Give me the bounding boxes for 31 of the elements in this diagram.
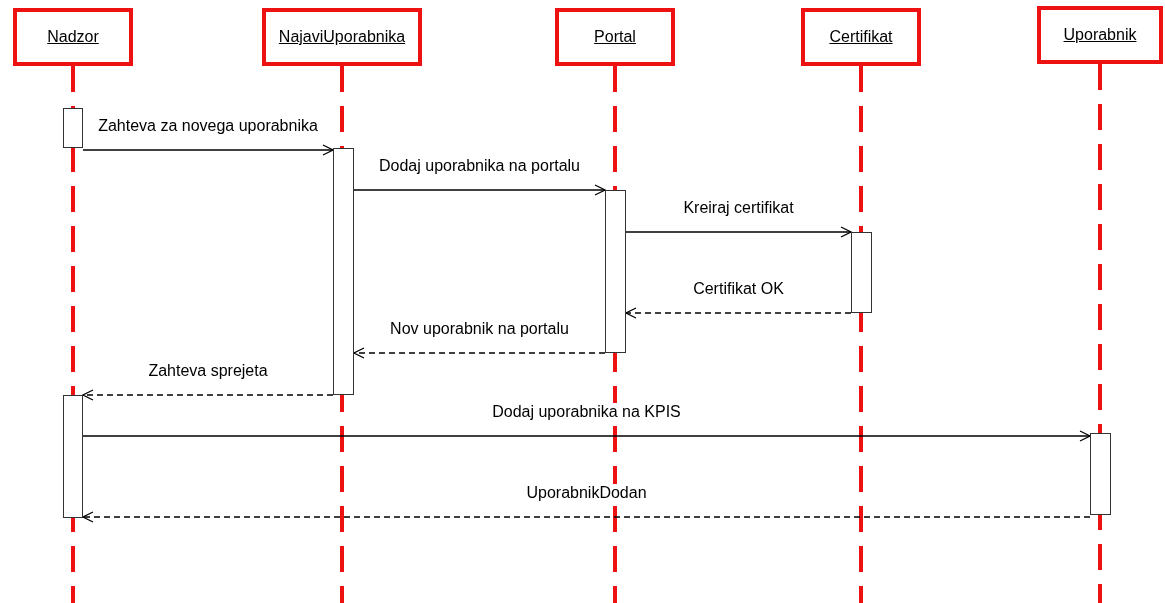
message-arrow [353,347,606,359]
lifeline-name: Uporabnik [1063,26,1137,44]
lifeline-header [1037,6,1163,64]
lifeline-name: Portal [594,28,636,46]
lifeline-name: Nadzor [47,28,99,46]
lifeline-header [13,8,133,66]
message-arrow [625,226,852,238]
activation-bar [605,190,626,353]
activation-bar [63,395,83,518]
lifeline-name: Certifikat [829,28,893,46]
activation-bar [63,108,83,148]
activation-bar [333,148,354,395]
message-label: Dodaj uporabnika na portalu [377,157,582,175]
lifeline-name: NajaviUporabnika [278,28,406,46]
lifeline-header [801,8,921,66]
lifeline-header [555,8,675,66]
message-label: Nov uporabnik na portalu [388,320,571,338]
message-arrow [82,430,1091,442]
message-label: Zahteva sprejeta [146,362,270,380]
message-label: UporabnikDodan [524,484,649,502]
message-arrow [353,184,606,196]
message-label: Dodaj uporabnika na KPIS [490,403,683,421]
message-arrow [82,144,334,156]
message-arrow [625,307,852,319]
message-arrow [82,389,334,401]
activation-bar [851,232,872,313]
lifeline-header [262,8,422,66]
message-arrow [82,511,1091,523]
message-label: Kreiraj certifikat [681,199,796,217]
message-label: Zahteva za novega uporabnika [96,117,320,135]
activation-bar [1090,433,1111,515]
